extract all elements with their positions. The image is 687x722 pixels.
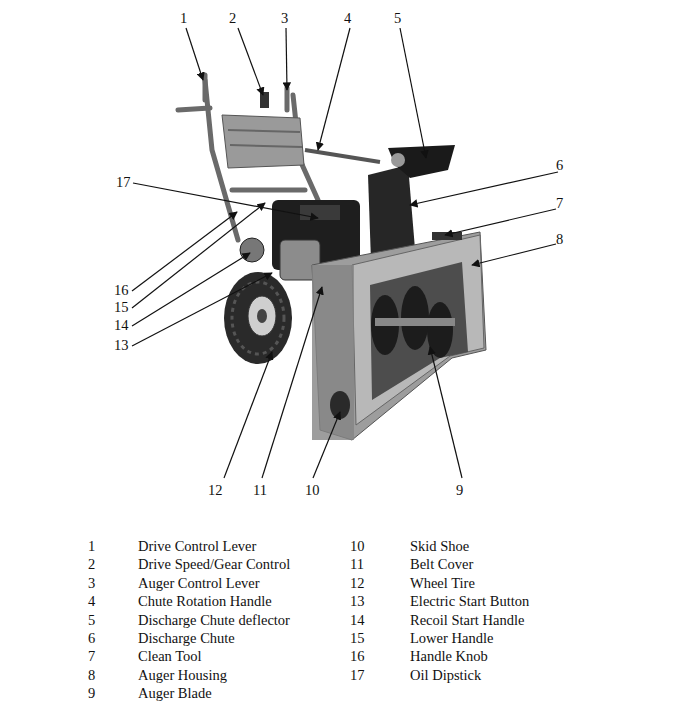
callout-number: 16: [114, 282, 129, 298]
panel-line: [228, 130, 300, 132]
part-number: 1: [88, 538, 95, 554]
part-name: Auger Control Lever: [138, 575, 260, 591]
part-name: Skid Shoe: [410, 538, 469, 554]
part-name: Lower Handle: [410, 630, 493, 646]
callout-number: 11: [253, 482, 267, 498]
part-name: Auger Blade: [138, 685, 212, 701]
part-name: Drive Control Lever: [138, 538, 256, 554]
skid-shoe: [330, 391, 350, 419]
clean-tool: [432, 232, 462, 240]
callout-number: 15: [114, 299, 129, 315]
part-name: Handle Knob: [410, 648, 488, 664]
part-number: 13: [350, 593, 365, 609]
callout-number: 2: [229, 10, 236, 26]
callout-number: 17: [116, 174, 131, 190]
panel-line: [230, 145, 302, 147]
part-name: Belt Cover: [410, 556, 473, 572]
part-number: 7: [88, 648, 95, 664]
control-panel: [222, 115, 304, 168]
part-number: 14: [350, 612, 365, 628]
leader-lines: [132, 28, 558, 478]
callout-number: 3: [281, 10, 288, 26]
callout-number: 12: [208, 482, 223, 498]
part-number: 15: [350, 630, 365, 646]
part-name: Chute Rotation Handle: [138, 593, 272, 609]
auger-blade: [371, 286, 455, 358]
part-name: Electric Start Button: [410, 593, 529, 609]
callout-number: 10: [305, 482, 320, 498]
wheel-tire: [224, 272, 292, 364]
part-name: Discharge Chute: [138, 630, 235, 646]
part-number: 8: [88, 667, 95, 683]
callout-number: 8: [556, 231, 563, 247]
part-number: 5: [88, 612, 95, 628]
callout-number: 4: [344, 10, 351, 26]
chute-rotation-handle: [305, 150, 380, 162]
part-name: Oil Dipstick: [410, 667, 481, 683]
callout-number: 7: [556, 195, 563, 211]
part-number: 4: [88, 593, 95, 609]
part-name: Auger Housing: [138, 667, 227, 683]
auger-housing: [312, 232, 486, 440]
callout-number: 1: [180, 10, 187, 26]
part-number: 16: [350, 648, 365, 664]
part-name: Clean Tool: [138, 648, 202, 664]
part-number: 2: [88, 556, 95, 572]
part-name: Recoil Start Handle: [410, 612, 524, 628]
callout-number: 13: [114, 337, 129, 353]
part-number: 9: [88, 685, 95, 701]
part-number: 10: [350, 538, 365, 554]
part-name: Drive Speed/Gear Control: [138, 556, 290, 572]
callout-number: 14: [114, 317, 129, 333]
callout-number: 9: [456, 482, 463, 498]
part-number: 6: [88, 630, 95, 646]
gear-control: [260, 92, 269, 108]
part-number: 12: [350, 575, 365, 591]
part-name: Discharge Chute deflector: [138, 612, 290, 628]
callout-number: 6: [556, 157, 563, 173]
part-number: 17: [350, 667, 365, 683]
part-name: Wheel Tire: [410, 575, 475, 591]
callout-number: 5: [394, 10, 401, 26]
part-number: 3: [88, 575, 95, 591]
part-number: 11: [350, 556, 364, 572]
